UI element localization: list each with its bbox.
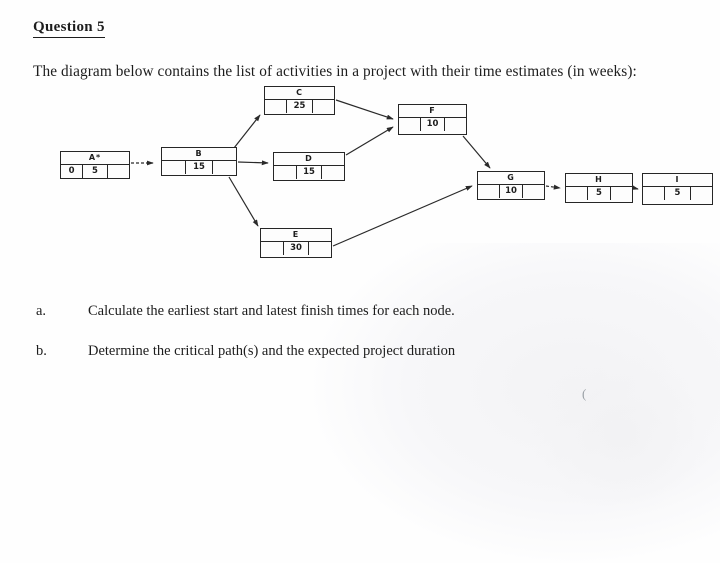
node-value-row: 30 bbox=[261, 242, 331, 255]
node-label: B bbox=[162, 148, 236, 161]
edge-B-C bbox=[233, 114, 261, 149]
node-duration: 30 bbox=[284, 242, 310, 255]
scan-shadow-artifact bbox=[310, 243, 720, 563]
node-label: C bbox=[265, 87, 334, 100]
node-label: H bbox=[566, 174, 632, 187]
node-label: I bbox=[643, 174, 712, 187]
node-label: E bbox=[261, 229, 331, 242]
node-label: D bbox=[274, 153, 344, 166]
node-earliest-start: 0 bbox=[61, 165, 84, 178]
node-latest-finish bbox=[445, 118, 466, 131]
node-duration: 5 bbox=[588, 187, 612, 200]
node-value-row: 5 bbox=[566, 187, 632, 200]
item-text: Determine the critical path(s) and the e… bbox=[88, 343, 456, 359]
edge-B-D bbox=[237, 160, 269, 166]
node-earliest-start bbox=[478, 185, 500, 198]
edge-H-I bbox=[631, 185, 639, 190]
node-earliest-start bbox=[399, 118, 421, 131]
node-duration: 25 bbox=[287, 100, 313, 113]
item-text: Calculate the earliest start and latest … bbox=[88, 303, 455, 319]
node-value-row: 15 bbox=[162, 161, 236, 174]
node-value-row: 10 bbox=[399, 118, 466, 131]
node-duration: 5 bbox=[665, 187, 691, 200]
node-latest-finish bbox=[691, 187, 712, 200]
edge-D-F bbox=[345, 126, 394, 156]
item-label: b. bbox=[36, 343, 47, 359]
intro-text: The diagram below contains the list of a… bbox=[33, 63, 637, 81]
scan-shadow-artifact-small bbox=[530, 353, 710, 513]
edge-C-F bbox=[335, 99, 394, 120]
node-value-row: 5 bbox=[643, 187, 712, 200]
node-earliest-start bbox=[643, 187, 666, 200]
node-earliest-start bbox=[261, 242, 284, 255]
node-latest-finish bbox=[309, 242, 331, 255]
node-latest-finish bbox=[322, 166, 344, 179]
node-duration: 10 bbox=[500, 185, 524, 198]
node-label: A* bbox=[61, 152, 129, 165]
edge-G-H bbox=[545, 184, 561, 190]
node-latest-finish bbox=[313, 100, 334, 113]
node-value-row: 15 bbox=[274, 166, 344, 179]
node-latest-finish bbox=[213, 161, 236, 174]
page-title: Question 5 bbox=[33, 19, 105, 39]
node-latest-finish bbox=[523, 185, 544, 198]
node-earliest-start bbox=[566, 187, 588, 200]
edge-B-E bbox=[228, 176, 259, 227]
scan-artifact-mark: ( bbox=[582, 386, 587, 401]
node-value-row: 25 bbox=[265, 100, 334, 113]
node-label: F bbox=[399, 105, 466, 118]
node-duration: 10 bbox=[421, 118, 446, 131]
node-value-row: 10 bbox=[478, 185, 544, 198]
node-earliest-start bbox=[274, 166, 297, 179]
node-latest-finish bbox=[108, 165, 129, 178]
node-latest-finish bbox=[611, 187, 632, 200]
node-label: G bbox=[478, 172, 544, 185]
node-earliest-start bbox=[265, 100, 288, 113]
edge-E-G bbox=[332, 185, 473, 247]
question-item-a: a. Calculate the earliest start and lates… bbox=[36, 303, 455, 320]
edge-F-G bbox=[462, 135, 491, 169]
node-earliest-start bbox=[162, 161, 187, 174]
node-duration: 5 bbox=[83, 165, 108, 178]
item-label: a. bbox=[36, 303, 47, 319]
node-duration: 15 bbox=[186, 161, 213, 174]
question-item-b: b. Determine the critical path(s) and the… bbox=[36, 343, 455, 360]
node-duration: 15 bbox=[297, 166, 323, 179]
